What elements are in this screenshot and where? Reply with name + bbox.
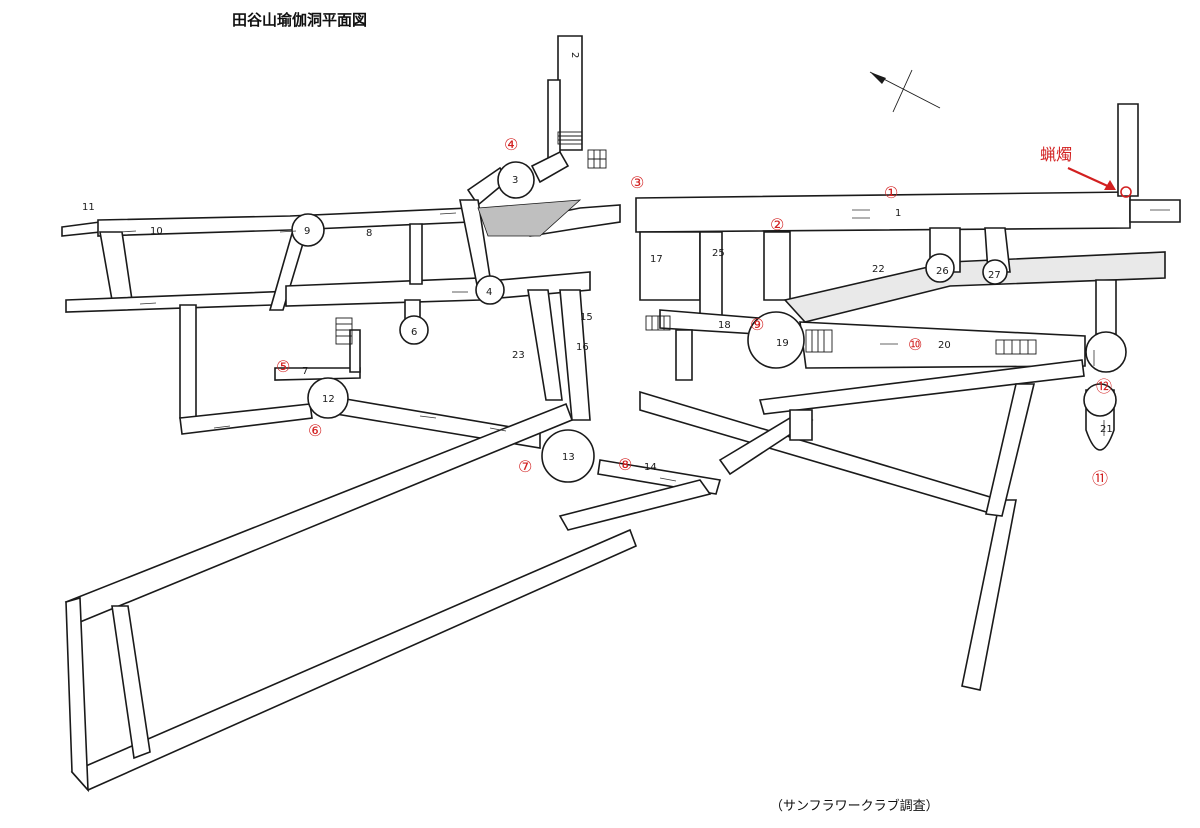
num-26: 26 (936, 266, 949, 277)
marker-1: ① (884, 183, 898, 202)
num-15: 15 (580, 312, 593, 323)
red-arrow-icon (1104, 180, 1116, 190)
num-11: 11 (82, 202, 95, 213)
direction-arrows (119, 209, 1170, 482)
num-9: 9 (304, 226, 310, 237)
num-19: 19 (776, 338, 789, 349)
marker-4: ④ (504, 135, 518, 154)
num-2: 2 (569, 52, 580, 58)
num-22: 22 (872, 264, 885, 275)
marker-10: ⑩ (908, 335, 922, 354)
num-25: 25 (712, 248, 725, 259)
num-7: 7 (302, 366, 308, 377)
marker-6: ⑥ (308, 421, 322, 440)
marker-9: ⑨ (750, 315, 764, 334)
num-3: 3 (512, 175, 518, 186)
compass-icon (869, 69, 941, 113)
num-1: 1 (895, 208, 901, 219)
num-8: 8 (366, 228, 372, 239)
survey-credit: （サンフラワークラブ調査） (770, 798, 939, 814)
num-20: 20 (938, 340, 951, 351)
marker-5: ⑤ (276, 357, 290, 376)
map-title: 田谷山瑜伽洞平面図 (232, 11, 367, 29)
num-13: 13 (562, 452, 575, 463)
num-12: 12 (322, 394, 335, 405)
candle-location-icon (1120, 186, 1132, 198)
marker-11: ⑪ (1092, 469, 1108, 488)
num-23: 23 (512, 350, 525, 361)
num-16: 16 (576, 342, 589, 353)
num-18: 18 (718, 320, 731, 331)
num-27: 27 (988, 270, 1001, 281)
num-6: 6 (411, 327, 417, 338)
num-14: 14 (644, 462, 657, 473)
candle-label: 蝋燭 (1040, 145, 1072, 164)
red-markers: ① ② ③ ④ ⑤ ⑥ ⑦ ⑧ ⑨ ⑩ ⑪ ⑫ (276, 135, 1112, 488)
passages-right (635, 103, 1181, 691)
marker-8: ⑧ (618, 455, 632, 474)
stairs-details (335, 131, 1037, 355)
marker-12: ⑫ (1096, 377, 1112, 396)
marker-3: ③ (630, 173, 644, 192)
num-21: 21 (1100, 424, 1113, 435)
marker-2: ② (770, 215, 784, 234)
candle-annotation: 蝋燭 (1040, 145, 1132, 198)
passage-numbers: 1 2 3 4 6 7 8 9 10 11 12 13 14 15 16 17 … (82, 52, 1113, 473)
passages-left (61, 35, 722, 793)
num-4: 4 (486, 287, 492, 298)
chambers (291, 161, 1127, 483)
num-17: 17 (650, 254, 663, 265)
num-10: 10 (150, 226, 163, 237)
marker-7: ⑦ (518, 457, 532, 476)
